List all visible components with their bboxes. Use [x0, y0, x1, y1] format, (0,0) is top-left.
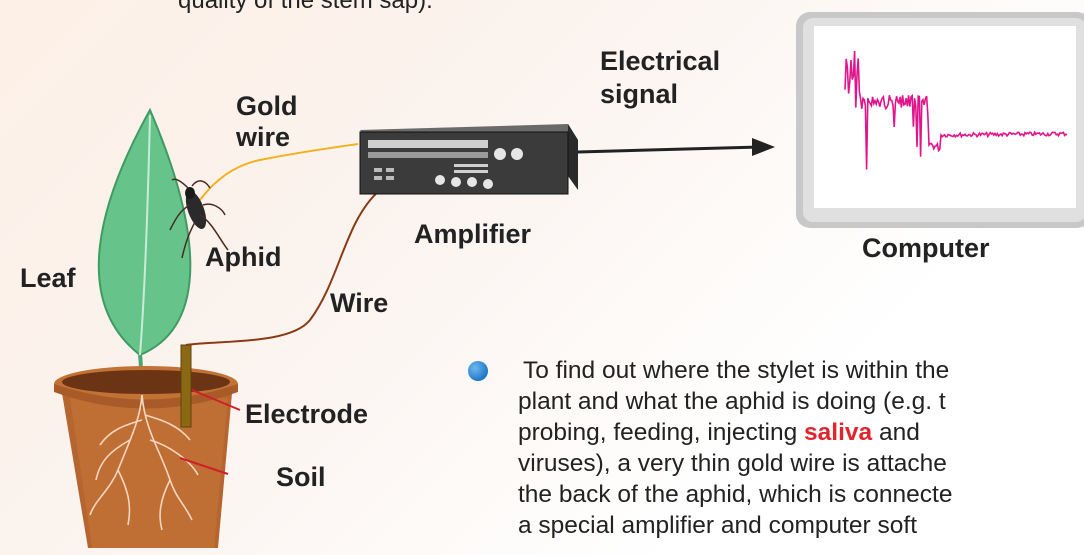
- amplifier: [359, 124, 578, 195]
- description-line-3b: and: [872, 419, 920, 446]
- signal-trace: [844, 50, 1068, 170]
- bullet-icon: [468, 361, 488, 381]
- signal-arrowhead: [752, 138, 775, 156]
- description-line-4: viruses), a very thin gold wire is attac…: [518, 450, 947, 477]
- electrode: [180, 344, 192, 428]
- electrode-pointer: [191, 389, 241, 411]
- description-line-2: plant and what the aphid is doing (e.g. …: [518, 388, 946, 415]
- label-soil: Soil: [276, 462, 326, 492]
- description-line-1: To find out where the stylet is within t…: [523, 357, 950, 384]
- description-line-5: the back of the aphid, which is connecte: [518, 481, 953, 508]
- description-line-3: probing, feeding, injecting saliva and: [468, 417, 1084, 448]
- saliva-highlight: saliva: [804, 419, 873, 446]
- label-amplifier: Amplifier: [414, 219, 532, 249]
- label-gold-wire-2: wire: [235, 122, 290, 152]
- description-line-3a: probing, feeding, injecting: [518, 419, 805, 446]
- pot: [54, 366, 238, 548]
- label-leaf: Leaf: [20, 263, 77, 293]
- label-electrical-signal-2: signal: [600, 79, 678, 109]
- description-text: To find out where the stylet is within t…: [468, 355, 1084, 541]
- label-wire: Wire: [330, 288, 388, 318]
- gold-wire: [199, 143, 359, 201]
- label-computer: Computer: [862, 233, 990, 263]
- label-gold-wire-1: Gold: [236, 91, 298, 121]
- description-line-6: a special amplifier and computer soft: [518, 512, 917, 539]
- computer-monitor: [796, 12, 1084, 228]
- roots: [89, 394, 199, 531]
- label-electrical-signal-1: Electrical: [600, 46, 720, 76]
- label-aphid: Aphid: [205, 242, 281, 272]
- signal-arrow-line: [577, 145, 761, 154]
- label-electrode: Electrode: [245, 399, 368, 429]
- brown-wire: [185, 189, 381, 346]
- leaf: [97, 107, 192, 357]
- soil-pointer: [179, 457, 229, 475]
- aphid: [169, 178, 229, 259]
- top-caption: quality of the stem sap).: [178, 0, 433, 14]
